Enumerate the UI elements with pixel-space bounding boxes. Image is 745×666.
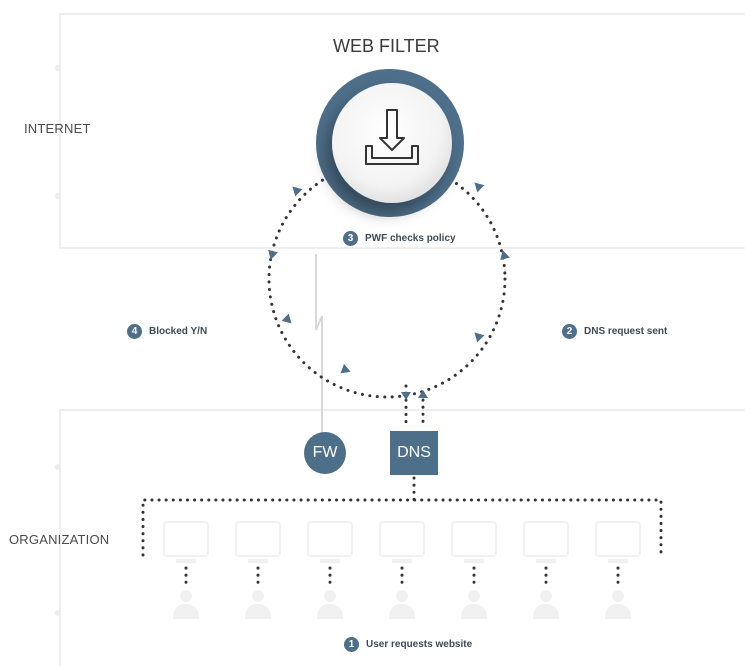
user-icon bbox=[252, 590, 264, 602]
dns-up-arrow bbox=[418, 390, 428, 398]
loop-arrow bbox=[340, 363, 351, 374]
workstation-4 bbox=[379, 521, 425, 619]
step-label: Blocked Y/N bbox=[149, 326, 208, 337]
zone-guide-dots bbox=[55, 65, 61, 616]
dns-node: DNS bbox=[390, 431, 438, 475]
workstation-3 bbox=[307, 521, 353, 619]
user-body-icon bbox=[317, 604, 343, 619]
monitor-stand-icon bbox=[392, 559, 412, 563]
web-filter-title: WEB FILTER bbox=[333, 36, 440, 56]
zone-label-organization: ORGANIZATION bbox=[9, 532, 110, 547]
workstation-5 bbox=[451, 521, 497, 619]
monitor-icon bbox=[523, 521, 569, 557]
loop-arrow bbox=[474, 182, 485, 193]
zone-guide-lines bbox=[59, 13, 745, 666]
step-3: 3 PWF checks policy bbox=[343, 231, 456, 246]
firewall-node: FW bbox=[304, 432, 346, 474]
user-icon bbox=[324, 590, 336, 602]
step-label: DNS request sent bbox=[584, 326, 668, 337]
download-tray-icon bbox=[365, 109, 419, 165]
step-number-badge: 2 bbox=[562, 324, 577, 339]
monitor-icon bbox=[595, 521, 641, 557]
step-number-badge: 3 bbox=[343, 231, 358, 246]
web-filter-disc bbox=[332, 83, 452, 203]
monitor-icon bbox=[307, 521, 353, 557]
loop-arrow bbox=[281, 313, 292, 324]
organization-network bbox=[141, 498, 663, 557]
user-body-icon bbox=[605, 604, 631, 619]
step-label: PWF checks policy bbox=[365, 233, 456, 244]
monitor-icon bbox=[379, 521, 425, 557]
step-4: 4 Blocked Y/N bbox=[127, 324, 207, 339]
user-body-icon bbox=[389, 604, 415, 619]
workstation-7 bbox=[595, 521, 641, 619]
loop-arrows bbox=[268, 182, 510, 374]
monitor-stand-icon bbox=[320, 559, 340, 563]
monitor-stand-icon bbox=[608, 559, 628, 563]
workstation-6 bbox=[523, 521, 569, 619]
loop-arrow bbox=[292, 186, 303, 197]
user-icon bbox=[180, 590, 192, 602]
user-icon bbox=[612, 590, 624, 602]
workstation-2 bbox=[235, 521, 281, 619]
step-1: 1 User requests website bbox=[344, 637, 472, 652]
step-number-badge: 4 bbox=[127, 324, 142, 339]
monitor-stand-icon bbox=[536, 559, 556, 563]
workstations bbox=[163, 521, 641, 619]
dns-down-arrow bbox=[401, 392, 411, 400]
step-2: 2 DNS request sent bbox=[562, 324, 667, 339]
monitor-icon bbox=[163, 521, 209, 557]
zone-label-internet: INTERNET bbox=[24, 121, 91, 136]
loop-arrow bbox=[268, 249, 278, 260]
monitor-icon bbox=[235, 521, 281, 557]
loop-arrow bbox=[474, 332, 485, 343]
firewall-link-line bbox=[315, 254, 323, 460]
user-icon bbox=[540, 590, 552, 602]
user-body-icon bbox=[533, 604, 559, 619]
workstation-1 bbox=[163, 521, 209, 619]
step-label: User requests website bbox=[366, 639, 473, 650]
user-body-icon bbox=[173, 604, 199, 619]
user-icon bbox=[468, 590, 480, 602]
monitor-stand-icon bbox=[176, 559, 196, 563]
monitor-stand-icon bbox=[248, 559, 268, 563]
user-body-icon bbox=[245, 604, 271, 619]
monitor-stand-icon bbox=[464, 559, 484, 563]
user-body-icon bbox=[461, 604, 487, 619]
user-icon bbox=[396, 590, 408, 602]
monitor-icon bbox=[451, 521, 497, 557]
loop-arrow bbox=[500, 250, 510, 261]
step-number-badge: 1 bbox=[344, 637, 359, 652]
